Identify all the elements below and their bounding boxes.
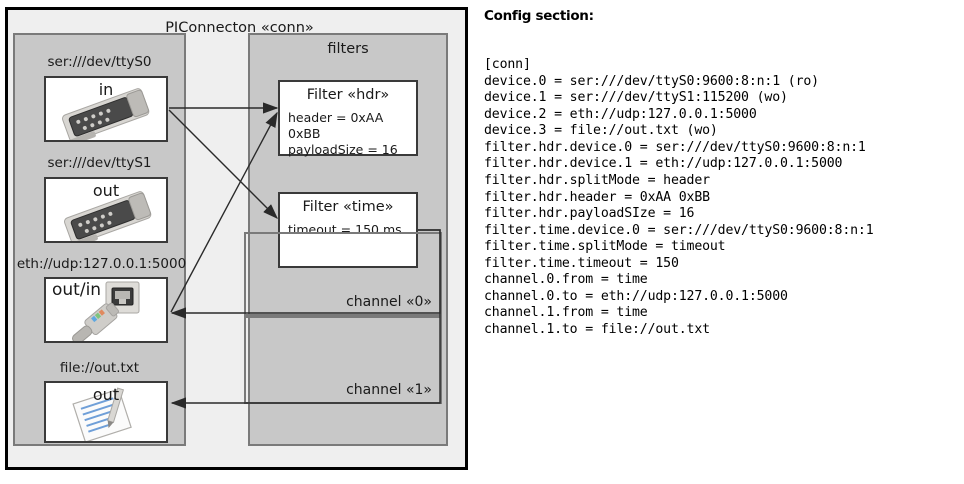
serial-port-icon bbox=[62, 88, 150, 140]
filters-group-title: filters bbox=[327, 41, 369, 57]
device-label-in: in bbox=[98, 80, 114, 99]
config-section-heading: Config section: bbox=[484, 8, 594, 24]
device-node-ttyS1[interactable]: out bbox=[44, 177, 168, 243]
device-caption-eth: eth://udp:127.0.0.1:5000 bbox=[16, 256, 187, 272]
device-caption-ttyS1: ser:///dev/ttyS1 bbox=[47, 155, 152, 171]
serial-port-icon bbox=[64, 191, 152, 241]
diagram-panel: PIConnecton «conn» filters ser:///dev/tt… bbox=[0, 0, 478, 484]
filter-hdr-title: Filter «hdr» bbox=[306, 87, 390, 103]
filter-hdr-attr-header: header = 0xAA 0xBB bbox=[288, 110, 384, 141]
filter-hdr-attr-payload: payloadSize = 16 bbox=[288, 142, 398, 157]
text-file-icon bbox=[72, 387, 132, 441]
device-caption-ttyS0: ser:///dev/ttyS0 bbox=[47, 54, 152, 70]
device-label-out-serial: out bbox=[92, 181, 120, 200]
channel-box-0: channel «0» bbox=[244, 232, 442, 316]
device-label-out-file: out bbox=[92, 385, 120, 404]
config-panel: Config section: [conn] device.0 = ser://… bbox=[478, 0, 964, 484]
device-node-file[interactable]: out bbox=[44, 381, 168, 443]
channel-1-label: channel «1» bbox=[346, 382, 432, 398]
device-label-out-in: out/in bbox=[52, 280, 102, 300]
device-node-ttyS0[interactable]: in bbox=[44, 76, 168, 142]
diagram-title: PIConnecton «conn» bbox=[165, 20, 314, 36]
config-section-body: [conn] device.0 = ser:///dev/ttyS0:9600:… bbox=[484, 57, 874, 337]
device-node-eth[interactable]: out/in bbox=[44, 277, 168, 343]
filter-time-title: Filter «time» bbox=[302, 199, 394, 215]
ethernet-jack-icon bbox=[72, 281, 140, 341]
device-caption-file: file://out.txt bbox=[59, 360, 140, 376]
channel-box-1: channel «1» bbox=[244, 316, 442, 404]
filter-box-hdr[interactable]: Filter «hdr» header = 0xAA 0xBB payloadS… bbox=[278, 80, 418, 158]
channel-0-label: channel «0» bbox=[346, 294, 432, 310]
filter-hdr-attrs: header = 0xAA 0xBB payloadSize = 16 bbox=[288, 110, 416, 158]
